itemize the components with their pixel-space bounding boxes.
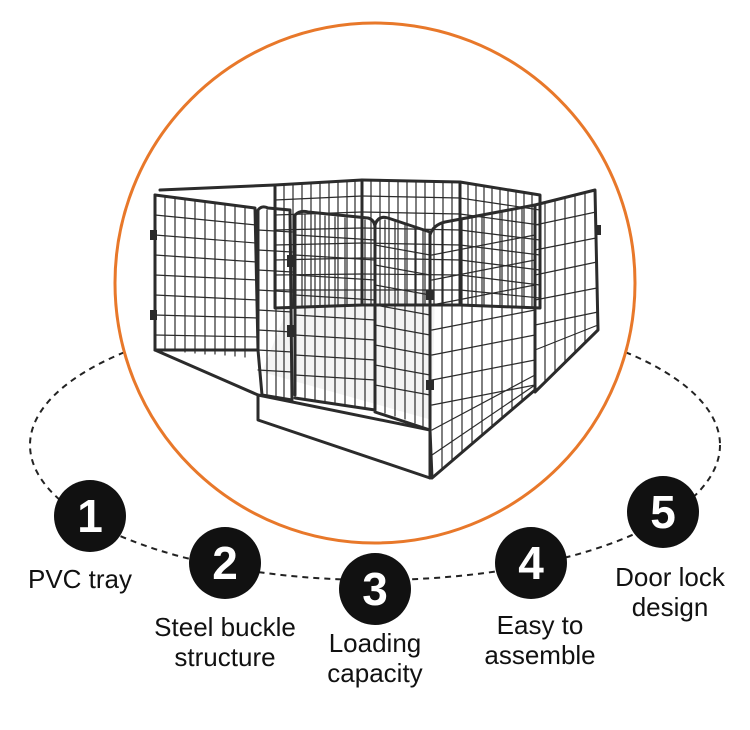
feature-4-number: 4 [518, 537, 544, 589]
feature-2-label-line-1: Steel buckle [154, 612, 296, 642]
feature-1-badge: 1 [54, 480, 126, 552]
feature-2-number: 2 [212, 537, 238, 589]
feature-3-label: Loading capacity [300, 628, 450, 688]
feature-5-number: 5 [650, 486, 676, 538]
feature-4-badge: 4 [495, 527, 567, 599]
playpen-icon [150, 178, 601, 480]
feature-3-label-line-2: capacity [327, 658, 423, 688]
feature-5-label: Door lock design [595, 562, 745, 622]
feature-1-label: PVC tray [10, 564, 150, 594]
feature-1-label-line-1: PVC tray [27, 564, 133, 594]
feature-4-label-line-1: Easy to [496, 610, 584, 640]
feature-4-label-line-2: assemble [484, 640, 596, 670]
feature-5-label-line-2: design [631, 592, 709, 622]
feature-2-label: Steel buckle structure [125, 612, 325, 672]
feature-3-label-line-1: Loading [328, 628, 422, 658]
feature-3-number: 3 [362, 563, 388, 615]
feature-5-label-line-1: Door lock [615, 562, 725, 592]
feature-5-badge: 5 [627, 476, 699, 548]
dashed-connector-ellipse [29, 309, 721, 581]
feature-2-label-line-2: structure [174, 642, 276, 672]
feature-3-badge: 3 [339, 553, 411, 625]
feature-2-badge: 2 [189, 527, 261, 599]
feature-4-label: Easy to assemble [465, 610, 615, 670]
feature-1-number: 1 [77, 490, 103, 542]
